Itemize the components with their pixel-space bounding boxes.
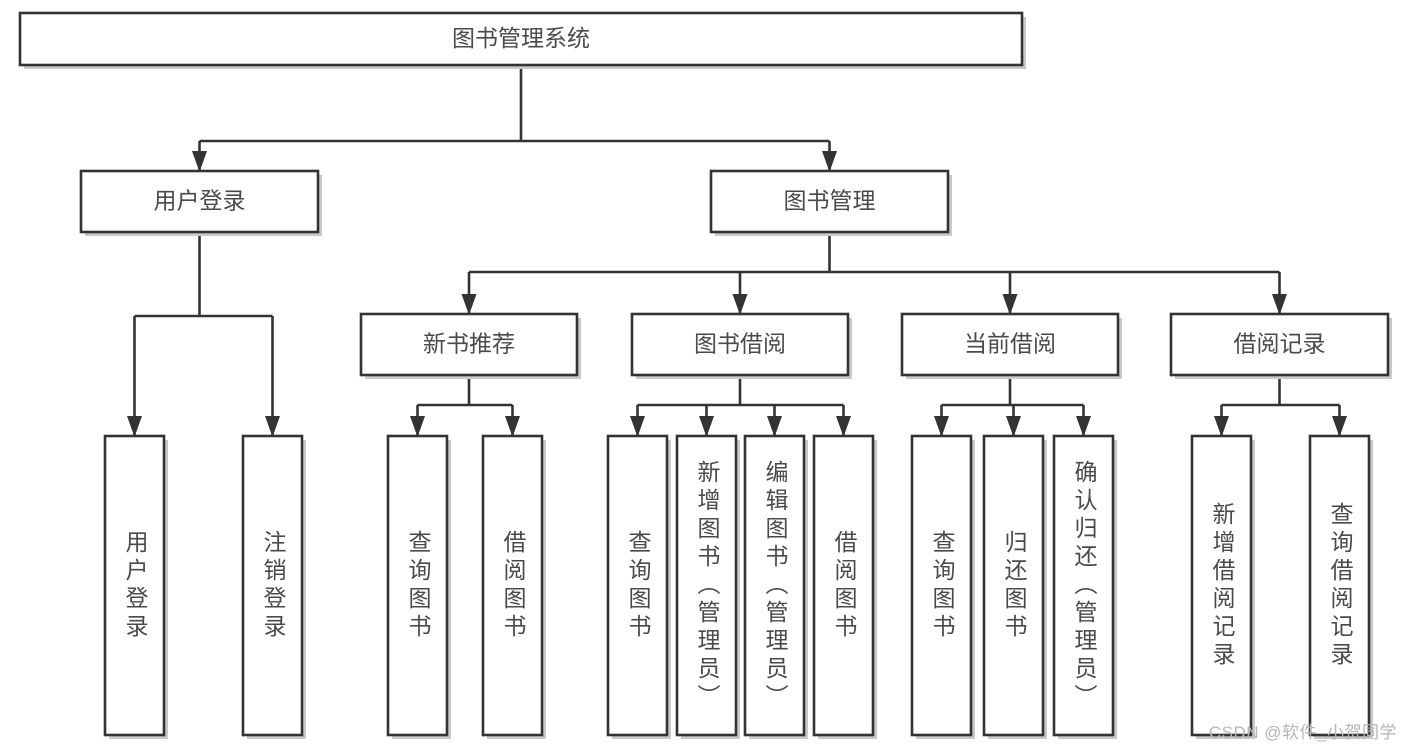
arrow-head-icon: [1006, 416, 1021, 437]
node-leaf-add-record-box[interactable]: [1190, 434, 1253, 737]
node-book-borrow-label: 图书借阅: [694, 331, 786, 357]
arrow-head-icon: [1002, 294, 1018, 315]
node-leaf-query-book-1-box[interactable]: [386, 434, 449, 737]
node-leaf-borrow-book-1-box[interactable]: [481, 434, 544, 737]
node-book-management-label: 图书管理: [784, 188, 876, 214]
arrow-head-icon: [192, 151, 207, 172]
node-borrow-record-label: 借阅记录: [1234, 331, 1326, 357]
arrow-head-icon: [410, 416, 425, 437]
node-user-login-box[interactable]: [79, 169, 320, 234]
node-user-login-label: 用户登录: [154, 188, 246, 214]
node-leaf-borrow-book-2-box[interactable]: [812, 434, 875, 737]
node-book-borrow-box[interactable]: [630, 312, 850, 377]
node-book-management-box[interactable]: [709, 169, 950, 234]
arrow-head-icon: [127, 416, 142, 437]
node-leaf-return-book-box[interactable]: [982, 434, 1045, 737]
arrow-head-icon: [265, 416, 280, 437]
node-leaf-user-login-box[interactable]: [103, 434, 166, 737]
arrow-head-icon: [1272, 294, 1287, 315]
node-leaf-edit-book-box[interactable]: [743, 434, 806, 737]
node-leaf-query-book-3-box[interactable]: [910, 434, 973, 737]
node-new-book-recommend-label: 新书推荐: [423, 331, 515, 357]
connector-layer: [127, 65, 1347, 437]
arrow-head-icon: [732, 294, 748, 315]
arrow-head-icon: [505, 416, 520, 437]
arrow-head-icon: [1332, 416, 1347, 437]
node-leaf-add-book-box[interactable]: [675, 434, 738, 737]
arrow-head-icon: [767, 416, 782, 437]
csdn-watermark: CSDN @软件_小贺同学: [1208, 723, 1397, 742]
node-leaf-user-logout-box[interactable]: [241, 434, 304, 737]
arrow-head-icon: [934, 416, 949, 437]
node-leaf-query-book-2-box[interactable]: [606, 434, 669, 737]
arrow-head-icon: [630, 416, 645, 437]
node-current-borrow-box[interactable]: [900, 312, 1120, 377]
arrow-head-icon: [461, 294, 477, 315]
arrow-head-icon: [699, 416, 714, 437]
arrow-head-icon: [822, 151, 837, 172]
node-borrow-record-box[interactable]: [1169, 312, 1390, 377]
node-root-label: 图书管理系统: [452, 25, 590, 51]
arrow-head-icon: [1076, 416, 1091, 437]
arrow-head-icon: [1214, 416, 1229, 437]
node-new-book-recommend-box[interactable]: [359, 312, 579, 377]
node-root-box[interactable]: [18, 11, 1024, 67]
node-current-borrow-label: 当前借阅: [964, 331, 1056, 357]
node-leaf-confirm-return-box[interactable]: [1052, 434, 1115, 737]
node-box-layer: [18, 11, 1392, 739]
node-leaf-query-record-box[interactable]: [1308, 434, 1371, 737]
arrow-head-icon: [836, 416, 851, 437]
